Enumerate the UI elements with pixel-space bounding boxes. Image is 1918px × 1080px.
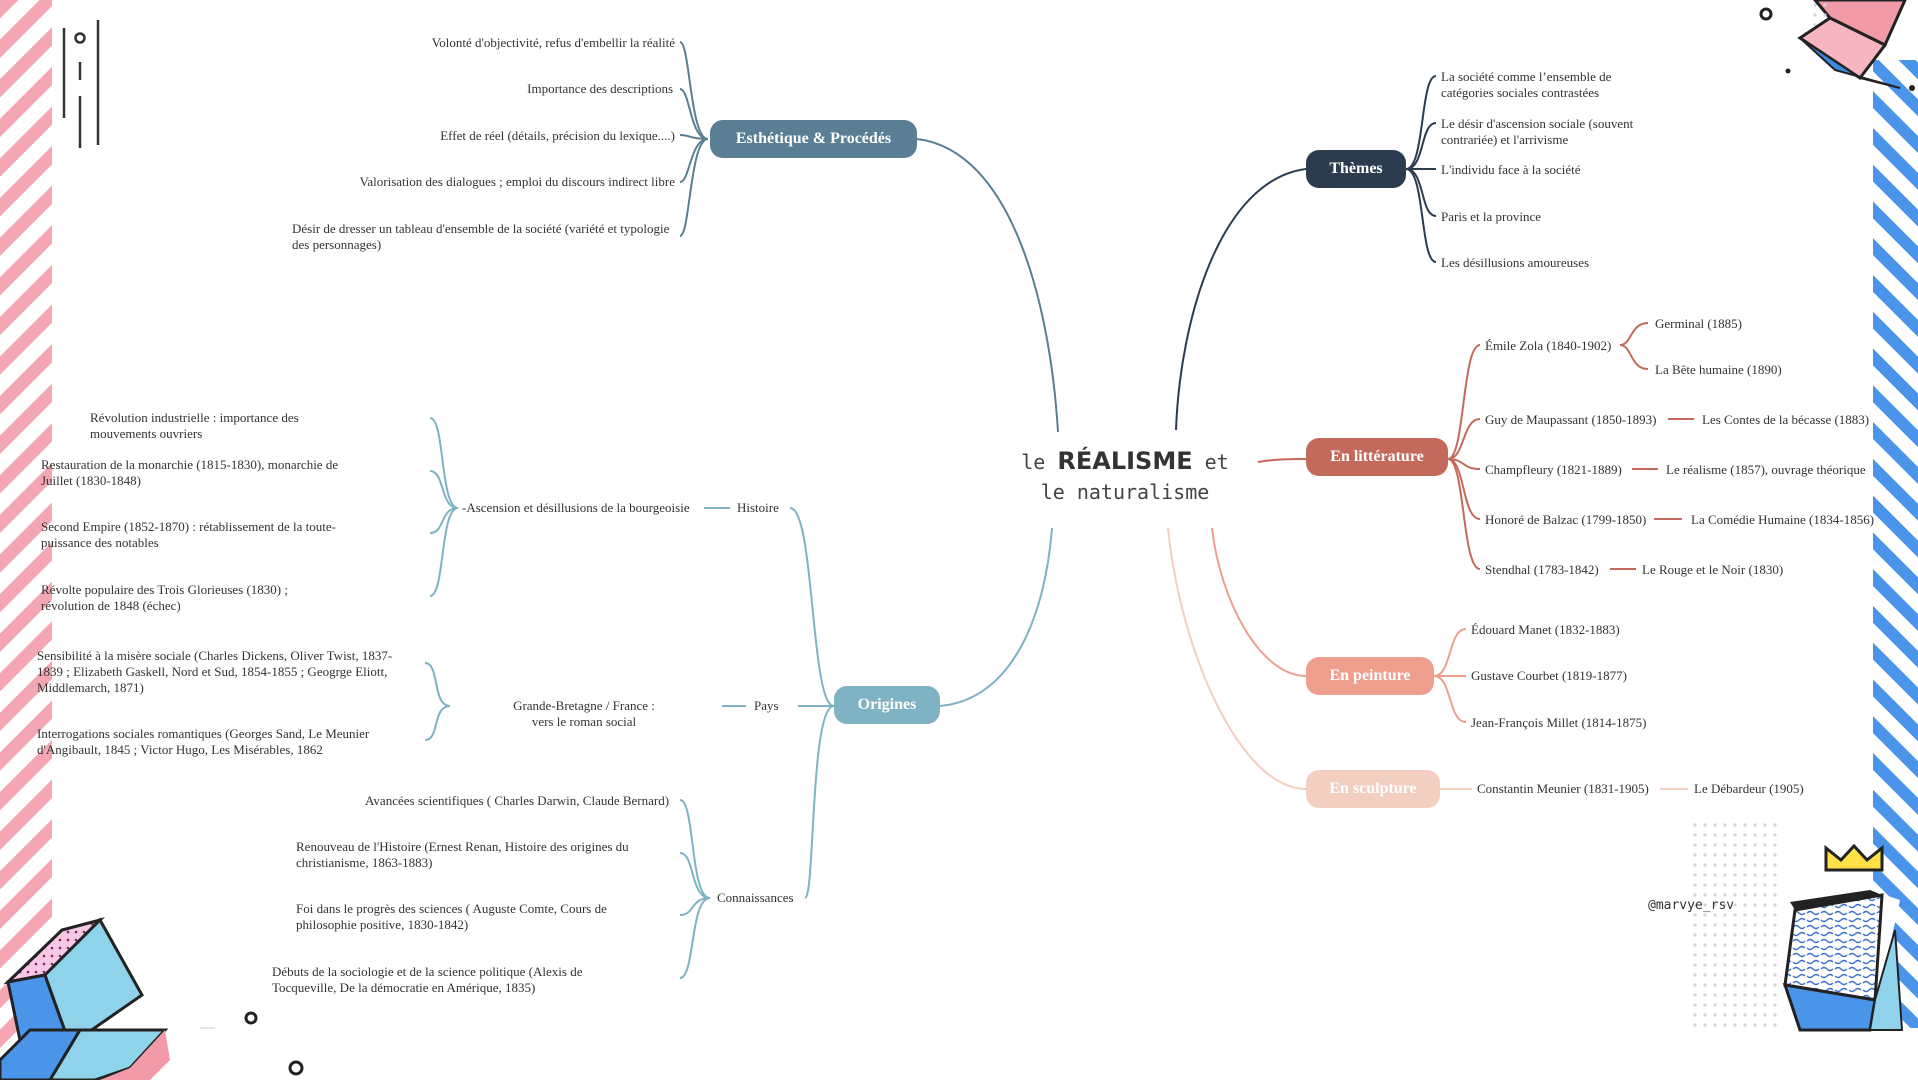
pays-sub: Grande-Bretagne / France : vers le roman… (513, 698, 655, 729)
sculpture-work: Le Débardeur (1905) (1694, 781, 1804, 796)
node-sculpture[interactable]: En sculpture (1306, 770, 1440, 808)
node-esthetique[interactable]: Esthétique & Procédés (710, 120, 917, 158)
center-title: le RÉALISME et le naturalisme (1000, 446, 1250, 507)
connector-peinture-item (1433, 628, 1467, 677)
peinture-item: Édouard Manet (1832-1883) (1471, 622, 1620, 637)
connaissances-item: Foi dans le progrès des sciences ( Augus… (296, 901, 607, 932)
themes-item: L'individu face à la société (1441, 162, 1581, 177)
connector-esthetique-item (679, 41, 709, 140)
author-work: Le réalisme (1857), ouvrage théorique (1666, 462, 1866, 477)
connector-histoire-item (429, 470, 459, 509)
connector-histoire (789, 507, 835, 707)
title-main: RÉALISME (1057, 447, 1193, 475)
sculpture-artist: Constantin Meunier (1831-1905) (1477, 781, 1649, 796)
connector-esthetique (916, 138, 1059, 433)
esthetique-item: Importance des descriptions (527, 81, 673, 96)
connector-histoire-item (429, 507, 459, 534)
author-credit: @marvye_rsv (1648, 898, 1735, 913)
node-litterature[interactable]: En littérature (1306, 438, 1448, 476)
esthetique-item: Effet de réel (détails, précision du lex… (440, 128, 675, 143)
peinture-item: Jean-François Millet (1814-1875) (1471, 715, 1647, 730)
connector-connaissances-item (679, 852, 711, 899)
author-name: Guy de Maupassant (1850-1893) (1485, 412, 1657, 427)
pays-item: Interrogations sociales romantiques (Geo… (37, 726, 370, 757)
pays-label: Pays (754, 698, 779, 713)
histoire-item: Révolution industrielle : importance des… (90, 410, 299, 441)
author-name: Honoré de Balzac (1799-1850) (1485, 512, 1647, 527)
zola-work: La Bête humaine (1890) (1655, 362, 1782, 377)
connector-author (1447, 458, 1481, 570)
author-zola: Émile Zola (1840-1902) (1485, 338, 1612, 353)
histoire-item: Révolte populaire des Trois Glorieuses (… (41, 582, 288, 613)
author-work: Les Contes de la bécasse (1883) (1702, 412, 1870, 427)
connector-zola-work (1619, 322, 1649, 346)
connector-origines (939, 527, 1053, 707)
crown-icon (1824, 843, 1884, 872)
connector-litterature (1257, 458, 1307, 463)
author-work: Le Rouge et le Noir (1830) (1642, 562, 1784, 577)
connector-histoire-item (429, 507, 459, 597)
connector-connaissances (804, 705, 835, 899)
top-right-cube-decoration (1759, 0, 1915, 91)
themes-item: Les désillusions amoureuses (1441, 255, 1590, 270)
author-name: Stendhal (1783-1842) (1485, 562, 1599, 577)
connector-themes (1175, 168, 1307, 431)
themes-item: La société comme l’ensemble de catégorie… (1441, 69, 1612, 100)
connector-esthetique-item (679, 138, 709, 237)
esthetique-item: Valorisation des dialogues ; emploi du d… (359, 174, 675, 189)
connector-author (1447, 418, 1481, 460)
mindmap-connectors (424, 41, 1694, 979)
connaissances-item: Débuts de la sociologie et de la science… (272, 964, 583, 995)
connector-pays-item (424, 662, 451, 707)
connector-zola-work (1619, 344, 1649, 370)
themes-item: Le désir d'ascension sociale (souvent co… (1441, 116, 1634, 147)
title-suffix: et (1204, 450, 1229, 474)
top-left-line-decoration (62, 20, 100, 148)
title-prefix: le (1021, 450, 1046, 474)
connector-histoire-item (429, 417, 459, 509)
connector-pays-item (424, 705, 451, 741)
bottom-right-cube-decoration (1690, 818, 1904, 1032)
connector-connaissances-item (679, 897, 711, 979)
title-line2: le naturalisme (1040, 480, 1210, 504)
connector-sculpture (1167, 527, 1307, 790)
connector-peinture-item (1433, 675, 1467, 723)
bottom-left-cube-decoration (0, 917, 304, 1080)
connaissances-item: Avancées scientifiques ( Charles Darwin,… (365, 793, 670, 808)
node-origines[interactable]: Origines (834, 686, 940, 724)
connector-themes-item (1405, 122, 1437, 170)
connector-themes-item (1405, 168, 1437, 263)
histoire-item: Restauration de la monarchie (1815-1830)… (41, 457, 339, 488)
left-stripe-border (0, 0, 52, 1080)
author-work: La Comédie Humaine (1834-1856) (1691, 512, 1875, 527)
connaissances-label: Connaissances (717, 890, 794, 905)
peinture-item: Gustave Courbet (1819-1877) (1471, 668, 1627, 683)
author-name: Champfleury (1821-1889) (1485, 462, 1622, 477)
pays-item: Sensibilité à la misère sociale (Charles… (37, 648, 393, 695)
themes-item: Paris et la province (1441, 209, 1541, 224)
connector-themes-item (1405, 75, 1437, 170)
zola-work: Germinal (1885) (1655, 316, 1743, 331)
histoire-label: Histoire (737, 500, 779, 515)
node-peinture[interactable]: En peinture (1306, 657, 1434, 695)
connector-esthetique-item (679, 88, 709, 140)
connaissances-item: Renouveau de l'Histoire (Ernest Renan, H… (296, 839, 629, 870)
histoire-item: Second Empire (1852-1870) : rétablisseme… (41, 519, 336, 550)
histoire-sub: -Ascension et désillusions de la bourgeo… (462, 500, 690, 515)
node-themes[interactable]: Thèmes (1306, 150, 1406, 188)
right-stripe-border (1873, 60, 1918, 1030)
connector-connaissances-item (679, 799, 711, 899)
esthetique-item: Volonté d'objectivité, refus d'embellir … (431, 35, 675, 50)
connector-esthetique-item (679, 138, 709, 183)
esthetique-item: Désir de dresser un tableau d'ensemble d… (292, 221, 670, 252)
connector-peinture (1211, 527, 1307, 677)
connector-author (1447, 344, 1481, 460)
